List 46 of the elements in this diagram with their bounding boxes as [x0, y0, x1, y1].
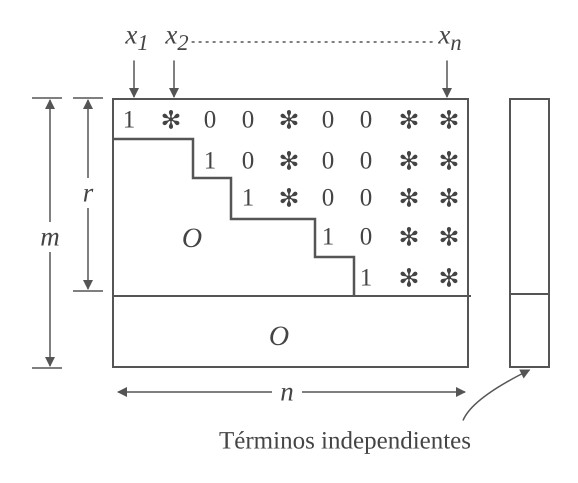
arrow	[442, 60, 452, 98]
zero-label: O	[182, 225, 202, 253]
matrix-entry: ✻	[278, 186, 300, 210]
matrix-entry: ✻	[438, 266, 460, 290]
matrix-entry: ✻	[278, 148, 300, 174]
matrix-entry: ✻	[278, 108, 300, 132]
matrix-entry: ✻	[398, 224, 420, 250]
matrix-entry: 0	[360, 224, 372, 250]
dimension-label: n	[280, 378, 294, 406]
variable-label: x$_{2}$	[165, 22, 189, 54]
matrix-entry: 0	[360, 186, 372, 210]
matrix-box	[112, 98, 469, 368]
dimension-label: r	[82, 180, 94, 206]
arrow	[462, 369, 530, 421]
matrix-entry: 1	[122, 108, 136, 132]
matrix-entry: 0	[322, 186, 334, 210]
variable-label: x$_{1}$	[125, 22, 149, 54]
matrix-entry: 1	[204, 148, 216, 174]
caption-text: Términos independientes	[219, 428, 471, 454]
zero-label: O	[268, 323, 290, 351]
matrix-entry: ✻	[398, 108, 420, 132]
matrix-entry: 1	[360, 266, 372, 290]
dotted-line	[192, 41, 436, 43]
arrow	[169, 60, 179, 98]
matrix-entry: ✻	[438, 148, 460, 174]
matrix-entry: 1	[322, 224, 334, 250]
matrix-entry: 0	[204, 108, 216, 132]
matrix-entry: 0	[322, 148, 334, 174]
matrix-entry: ✻	[398, 186, 420, 210]
matrix-entry: ✻	[398, 266, 420, 290]
matrix-entry: ✻	[438, 224, 460, 250]
matrix-entry: ✻	[438, 186, 460, 210]
matrix-entry: 0	[360, 148, 372, 174]
matrix-entry: 1	[242, 186, 254, 210]
matrix-entry: ✻	[160, 108, 182, 132]
matrix-entry: 0	[360, 108, 372, 132]
vector-box	[509, 98, 550, 368]
matrix-entry: ✻	[398, 148, 420, 174]
zero-region	[114, 139, 354, 295]
variable-label: x$_{n}$	[438, 22, 462, 54]
matrix-entry: ✻	[438, 108, 460, 132]
dimension-label: m	[40, 224, 60, 250]
arrow	[129, 60, 139, 98]
matrix-entry: 0	[242, 108, 254, 132]
matrix-entry: 0	[242, 148, 254, 174]
matrix-entry: 0	[322, 108, 334, 132]
